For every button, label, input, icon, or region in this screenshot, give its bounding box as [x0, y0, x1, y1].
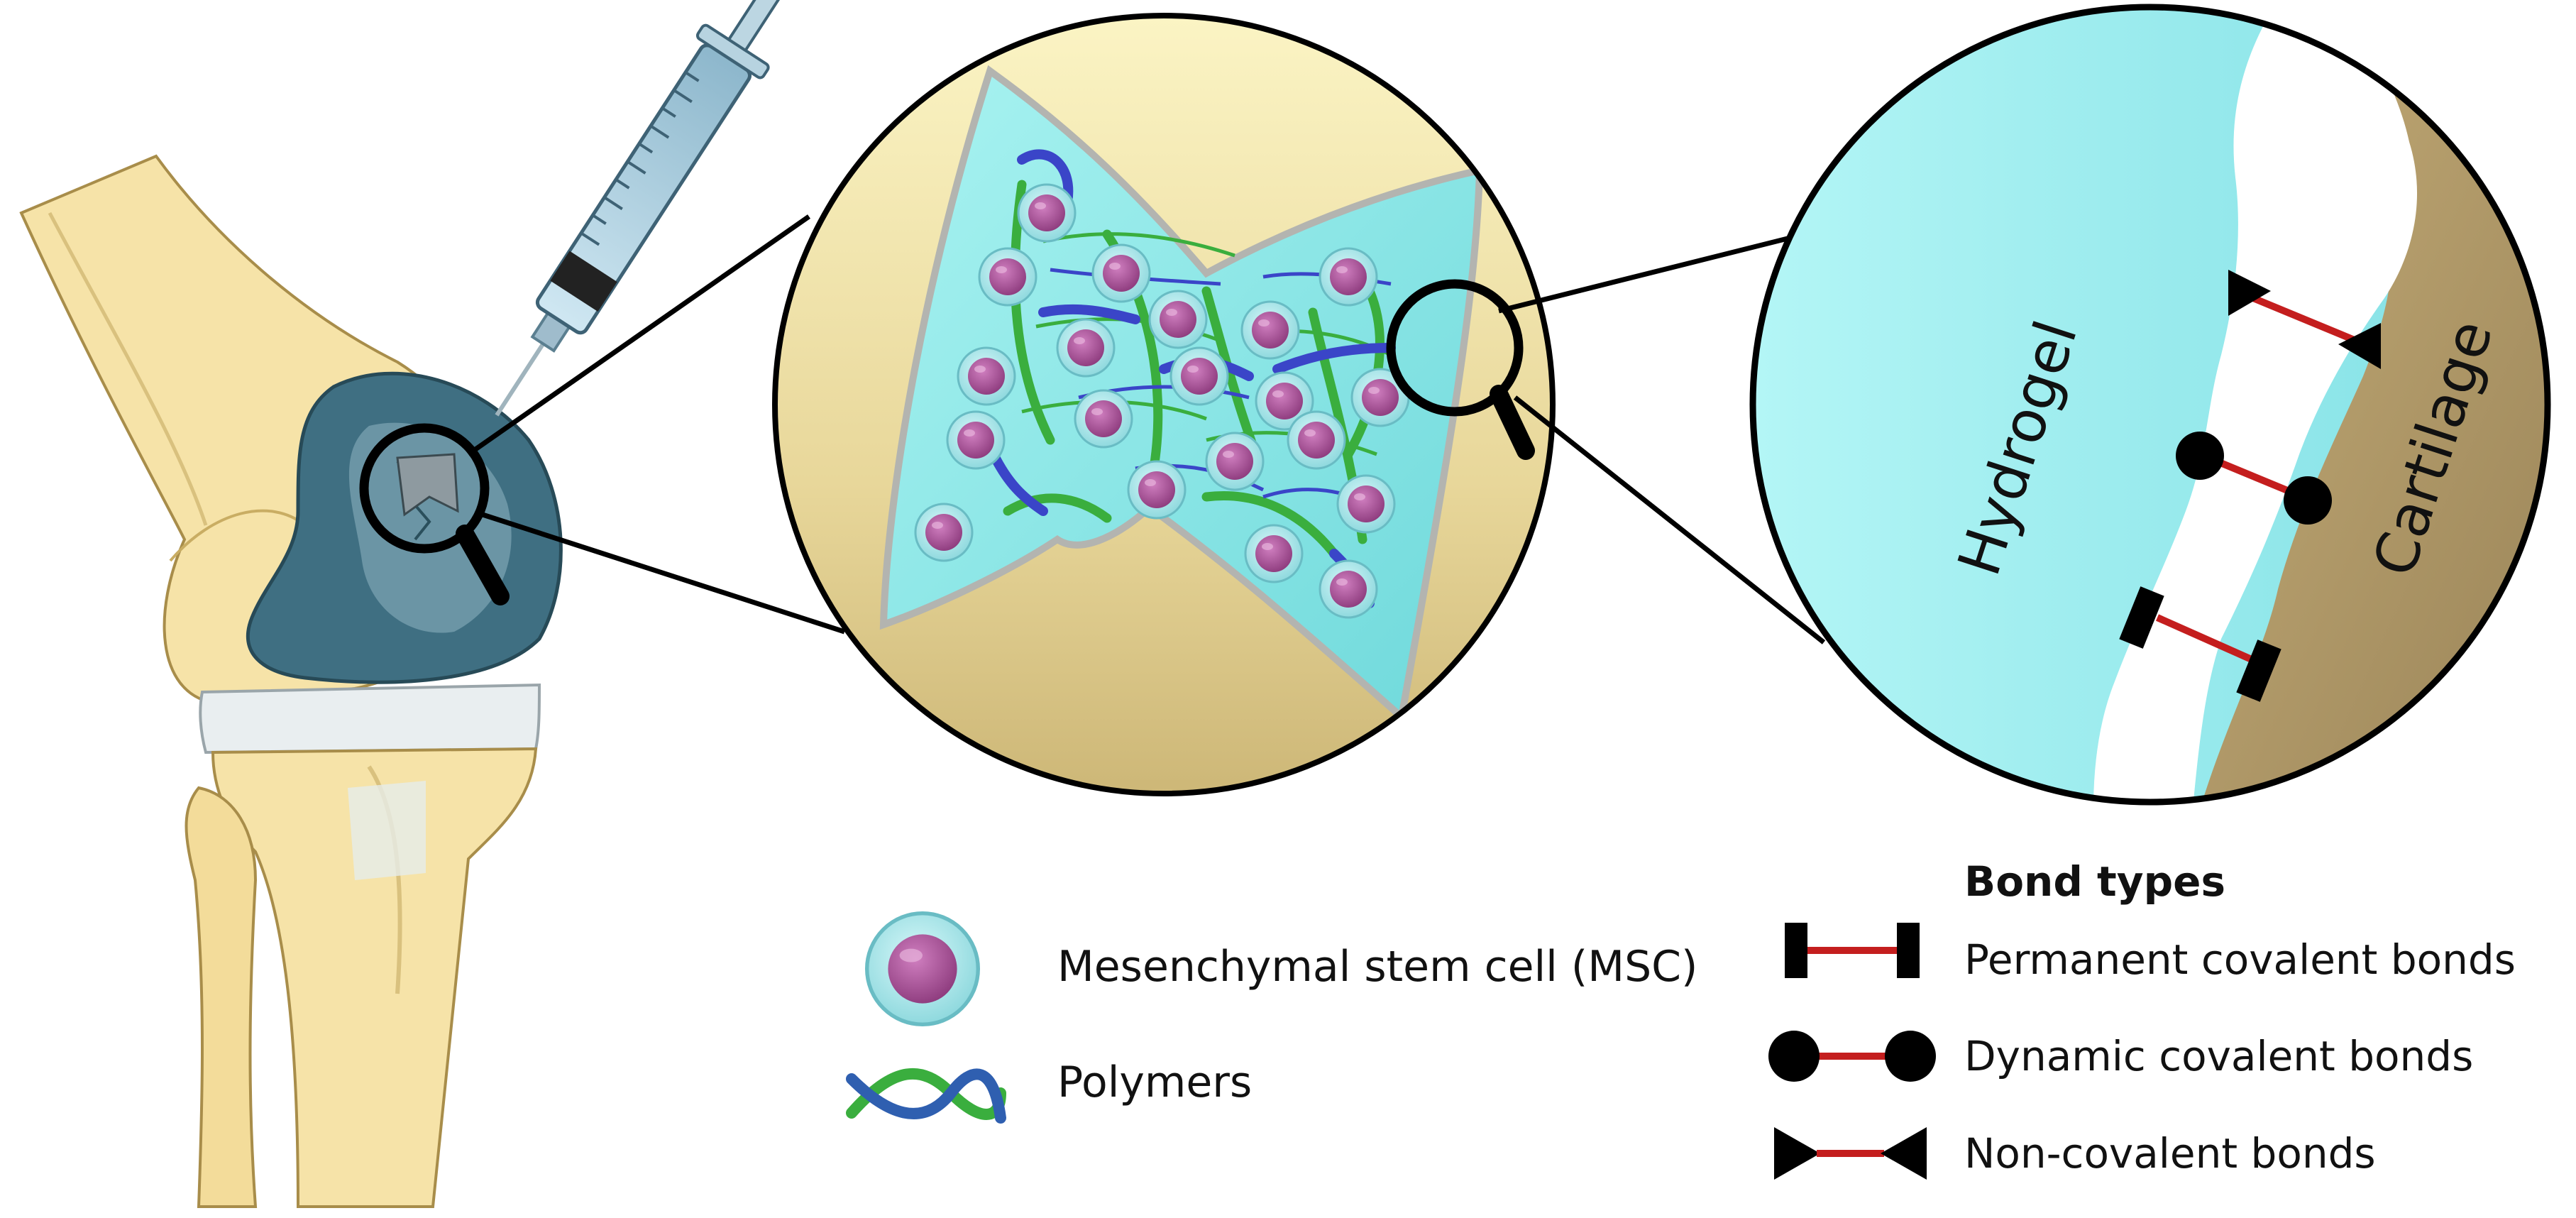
noncovalent-bond-label: Non-covalent bonds — [1964, 1129, 2376, 1178]
interface-zoom-circle: Hydrogel Cartilage — [1749, 4, 2551, 806]
bond-types-legend: Bond types Permanent covalent bonds Dyna… — [1768, 857, 2516, 1180]
permanent-bond-example — [2119, 586, 2281, 702]
polymer-icon — [846, 1068, 1006, 1124]
permanent-bond-label: Permanent covalent bonds — [1964, 936, 2516, 984]
knee-illustration — [19, 154, 563, 1208]
magnifier-icon — [359, 423, 510, 605]
dynamic-bond-example — [2176, 432, 2332, 525]
noncovalent-bond-example — [2228, 270, 2381, 369]
legend-polymers-label: Polymers — [1057, 1058, 1252, 1107]
legend-msc-label: Mesenchymal stem cell (MSC) — [1057, 942, 1697, 992]
permanent-bond-icon — [1785, 923, 1920, 978]
hydrogel-zoom-circle — [772, 13, 1556, 796]
syringe-icon — [495, 0, 805, 417]
meniscus — [199, 683, 541, 755]
fibula-bone — [185, 786, 258, 1208]
dynamic-bond-icon — [1768, 1031, 1936, 1082]
msc-cell-icon — [867, 914, 979, 1025]
cartilage-region — [2200, 7, 2548, 802]
bond-types-title: Bond types — [1964, 857, 2225, 906]
noncovalent-bond-icon — [1774, 1127, 1927, 1180]
legend-msc-item: Mesenchymal stem cell (MSC) — [867, 914, 1697, 1025]
dynamic-bond-label: Dynamic covalent bonds — [1964, 1032, 2473, 1080]
interface-gap — [2093, 7, 2418, 802]
magnifier-icon — [1386, 279, 1535, 460]
legend-polymers-item: Polymers — [846, 1058, 1252, 1124]
